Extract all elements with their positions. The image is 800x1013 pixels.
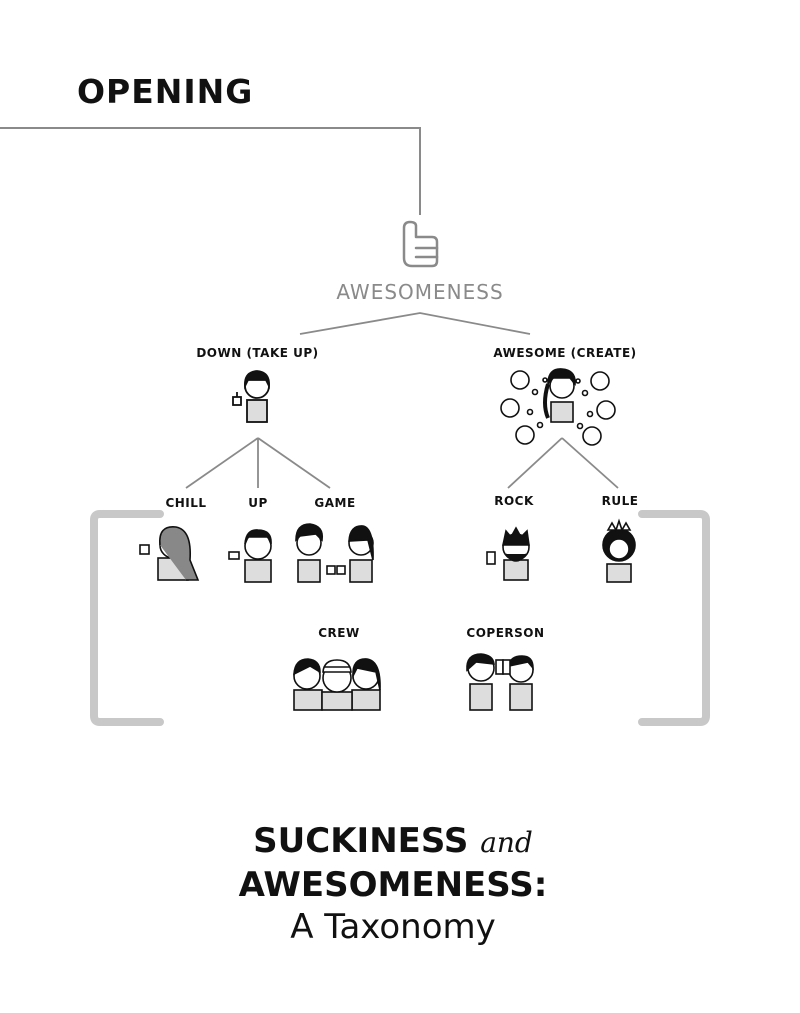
fist-bump-icon: [295, 523, 374, 583]
page-title: SUCKINESS and AWESOMENESS: A Taxonomy: [0, 820, 786, 948]
leaf-label-game: GAME: [314, 496, 356, 510]
bottom-label-crew: CREW: [318, 626, 360, 640]
section-heading: OPENING: [77, 72, 254, 111]
bottom-label-coperson: COPERSON: [466, 626, 545, 640]
rocker-icon: [486, 526, 530, 581]
opening-connector-line: [0, 127, 421, 215]
leaf-label-rule: RULE: [601, 494, 639, 508]
title-line-1: SUCKINESS: [253, 821, 469, 861]
branch-label-awesome: AWESOME (CREATE): [493, 346, 637, 360]
left-fan-line-1: [185, 437, 259, 489]
high-five-icon: [466, 653, 534, 711]
left-fan-line-3: [257, 437, 331, 489]
title-connector: and: [480, 826, 533, 859]
right-bracket: [638, 510, 710, 726]
crowned-person-icon: [602, 518, 636, 583]
right-fan-line-2: [561, 437, 619, 489]
root-label: AWESOMENESS: [336, 280, 504, 304]
branch-label-down: DOWN (TAKE UP): [196, 346, 319, 360]
thumbs-up-icon: [402, 220, 439, 268]
right-fan-line-1: [507, 437, 563, 489]
shaka-person-icon: [139, 526, 200, 581]
root-split-line: [299, 312, 531, 335]
group-of-three-icon: [293, 658, 381, 711]
leaf-label-up: UP: [248, 496, 268, 510]
leaf-label-chill: CHILL: [165, 496, 207, 510]
title-line-3: A Taxonomy: [290, 907, 496, 947]
title-line-2: AWESOMENESS:: [238, 865, 548, 905]
creative-person-icon: [500, 368, 616, 446]
person-thumbs-up-icon: [232, 370, 270, 423]
left-bracket: [90, 510, 164, 726]
leaf-label-rock: ROCK: [494, 494, 534, 508]
pointing-person-icon: [228, 529, 272, 583]
